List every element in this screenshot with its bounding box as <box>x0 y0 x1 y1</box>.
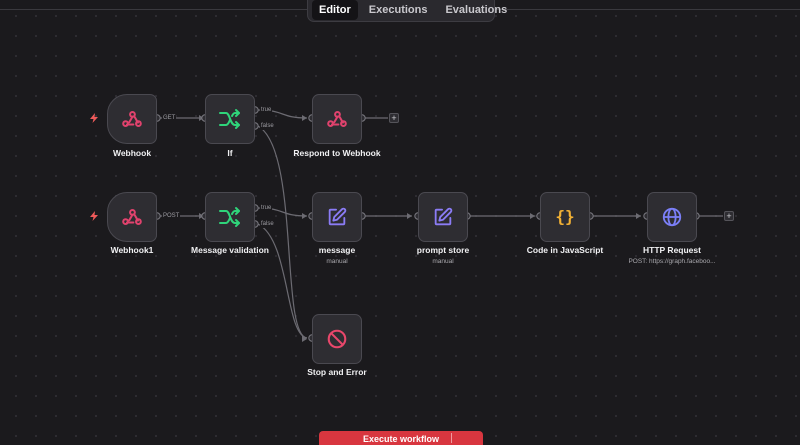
webhook-icon <box>122 111 142 127</box>
connection-if-false-stop <box>257 125 308 339</box>
connection-label-if-false: false <box>260 122 275 130</box>
node-message-validation[interactable] <box>205 192 255 242</box>
node-http-title: HTTP Request <box>643 245 701 255</box>
edit-icon <box>434 207 453 226</box>
connection-label-post: POST <box>162 212 181 220</box>
node-prompt-store[interactable] <box>418 192 468 242</box>
tab-editor[interactable]: Editor <box>312 0 358 20</box>
stop-icon <box>327 329 347 349</box>
svg-text:{}: {} <box>555 207 574 226</box>
button-divider <box>451 433 452 443</box>
add-node-button[interactable]: + <box>389 113 399 123</box>
view-tabs: Editor Executions Evaluations <box>307 0 507 22</box>
add-node-button[interactable]: + <box>724 211 734 221</box>
node-webhook[interactable] <box>107 94 157 144</box>
node-http-request[interactable] <box>647 192 697 242</box>
trigger-bolt-icon <box>90 211 98 221</box>
webhook-icon <box>327 111 347 127</box>
node-message[interactable] <box>312 192 362 242</box>
node-prompt-store-title: prompt store <box>416 245 470 255</box>
node-respond-title: Respond to Webhook <box>293 148 381 158</box>
node-webhook-title: Webhook <box>112 148 152 158</box>
if-switch-icon <box>219 109 240 129</box>
node-message-subtitle: manual <box>326 258 348 265</box>
trigger-bolt-icon <box>90 113 98 123</box>
execute-workflow-button[interactable]: Execute workflow <box>319 431 483 445</box>
node-respond-to-webhook[interactable] <box>312 94 362 144</box>
node-stop-and-error[interactable] <box>312 314 362 364</box>
node-message-validation-title: Message validation <box>191 245 269 255</box>
webhook-icon <box>122 209 142 225</box>
tab-executions[interactable]: Executions <box>368 4 428 16</box>
node-webhook1-title: Webhook1 <box>110 245 154 255</box>
node-prompt-store-subtitle: manual <box>432 258 454 265</box>
globe-icon <box>662 207 682 227</box>
tab-evaluations[interactable]: Evaluations <box>445 4 508 16</box>
connection-label-mv-true: true <box>260 204 273 212</box>
node-if[interactable] <box>205 94 255 144</box>
node-code-in-javascript[interactable]: {} <box>540 192 590 242</box>
node-stop-title: Stop and Error <box>307 367 367 377</box>
node-code-title: Code in JavaScript <box>526 245 604 255</box>
connection-mv-false-stop <box>257 223 308 339</box>
node-http-subtitle: POST: https://graph.faceboo... <box>628 258 716 265</box>
node-message-title: message <box>318 245 356 255</box>
edit-icon <box>328 207 347 226</box>
connection-label-mv-false: false <box>260 220 275 228</box>
code-braces-icon: {} <box>555 207 574 226</box>
connection-label-if-true: true <box>260 106 273 114</box>
node-webhook1[interactable] <box>107 192 157 242</box>
execute-workflow-label: Execute workflow <box>362 434 440 444</box>
node-if-title: If <box>227 148 233 158</box>
connection-label-get: GET <box>162 114 177 122</box>
if-switch-icon <box>219 207 240 227</box>
